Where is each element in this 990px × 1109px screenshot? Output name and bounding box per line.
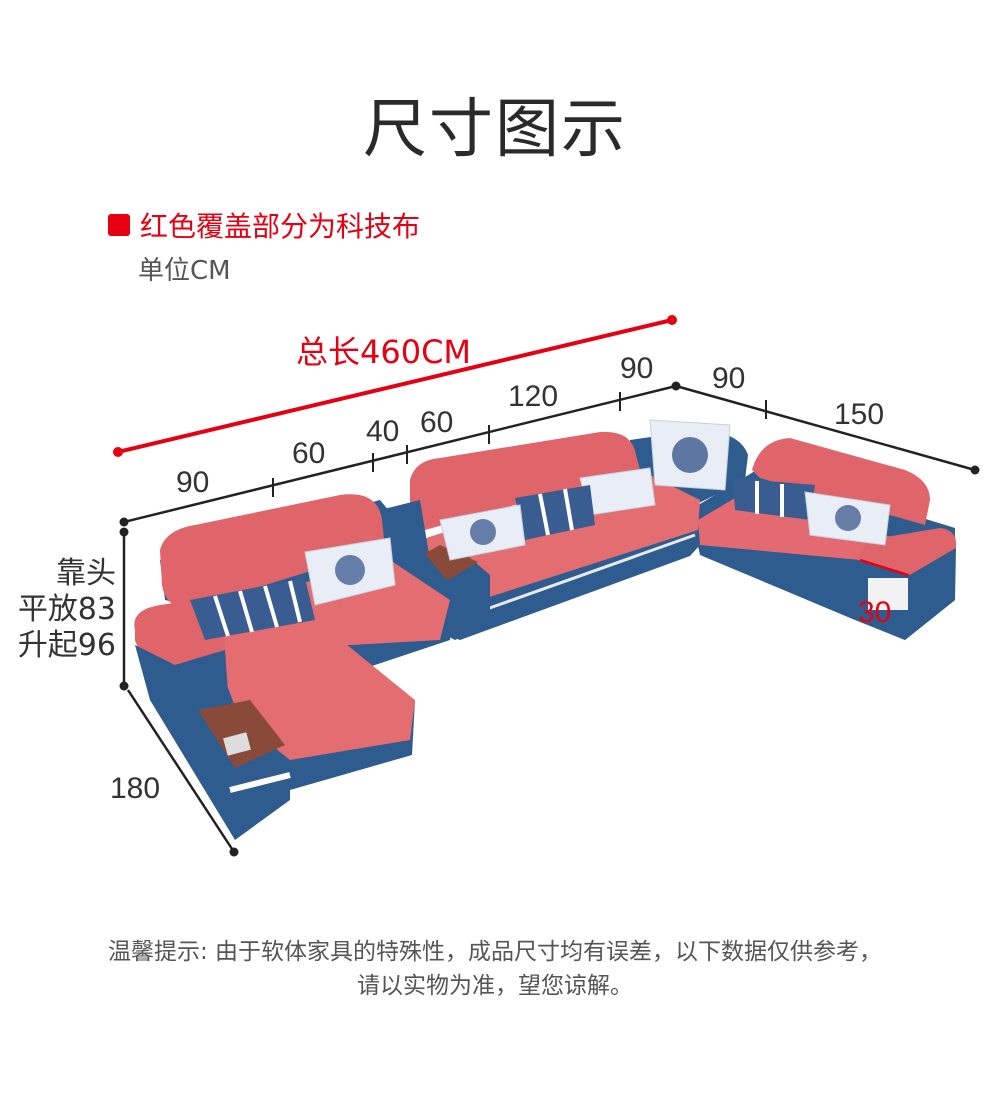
right-backrest	[752, 438, 930, 525]
console-tray	[410, 545, 478, 580]
pillow-stripe-left	[190, 578, 315, 640]
pillow-stripe-right	[733, 478, 815, 520]
dim-40: 40	[366, 415, 400, 448]
unit-label: 单位CM	[138, 256, 231, 286]
dim-150: 150	[834, 398, 885, 431]
page-title: 尺寸图示	[363, 93, 627, 167]
dim-90-right: 90	[712, 362, 746, 395]
headrest-line2: 平放83	[17, 592, 116, 627]
headrest-height-label: 靠头 平放83 升起96	[8, 556, 116, 664]
dim-30: 30	[858, 596, 892, 629]
dim-60b: 60	[420, 406, 454, 439]
back-dimension-line	[123, 384, 677, 524]
pillow-stripe-mid	[515, 485, 595, 540]
legend-text: 红色覆盖部分为科技布	[140, 210, 421, 243]
total-length-line	[117, 318, 673, 454]
dim-180: 180	[110, 772, 161, 805]
note-line1: 温馨提示: 由于软体家具的特殊性，成品尺寸均有误差，以下数据仅供参考，	[107, 939, 883, 965]
dim-120: 120	[508, 380, 559, 413]
left-backrest	[160, 494, 385, 610]
arm-width-line	[859, 558, 909, 577]
red-square-icon	[108, 214, 130, 236]
depth-dimension-line	[126, 689, 236, 853]
middle-backrest	[410, 431, 640, 530]
total-length-endpoint	[667, 315, 677, 325]
right-dimension-line	[675, 384, 976, 472]
total-length-endpoint	[113, 447, 123, 457]
total-length-label: 总长460CM	[296, 333, 472, 371]
headrest-line1: 靠头	[56, 556, 116, 591]
dim-90-left: 90	[176, 466, 210, 499]
headrest-line3: 升起96	[17, 628, 116, 663]
chaise-side	[135, 645, 290, 840]
note-line2: 请以实物为准，望您谅解。	[357, 973, 633, 999]
dim-90-mid: 90	[620, 352, 654, 385]
legend: 红色覆盖部分为科技布	[108, 205, 420, 245]
tablet-icon	[223, 732, 251, 756]
right-arm-shelf	[868, 578, 908, 610]
dim-60: 60	[292, 437, 326, 470]
